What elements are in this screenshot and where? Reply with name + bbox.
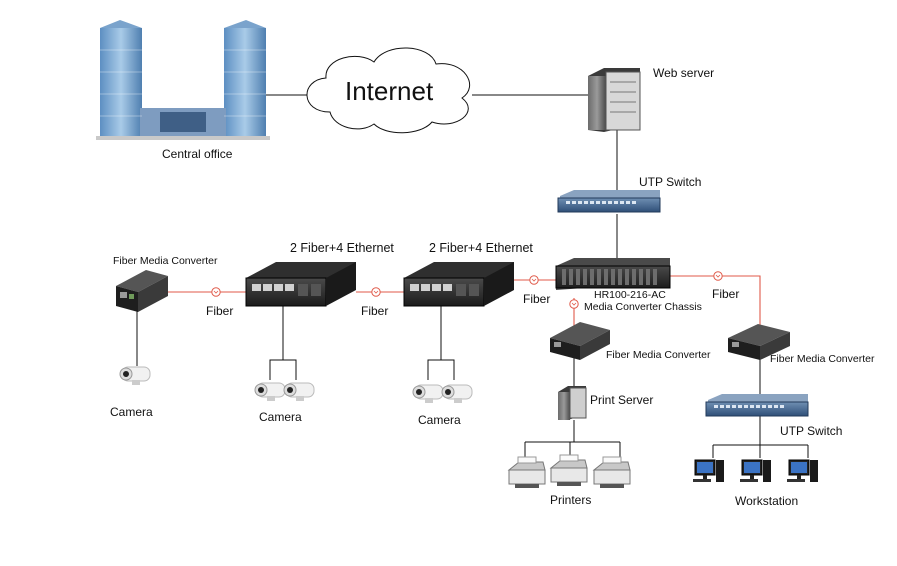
fiber-marker-5 <box>713 271 723 281</box>
central-office-label: Central office <box>162 147 233 161</box>
fiber-converter-mid-label: Fiber Media Converter <box>606 349 711 361</box>
workstations-group <box>692 459 819 483</box>
workstation-icon <box>786 459 819 483</box>
camera-icon <box>283 382 315 402</box>
camera-2-group <box>254 382 315 402</box>
workstation-label: Workstation <box>735 494 798 508</box>
utp-switch-bottom-icon <box>705 394 809 417</box>
link-box2-camera3a <box>427 306 442 380</box>
fiber-label-4: Fiber <box>712 287 739 301</box>
link-box1-camera2a <box>269 306 284 380</box>
chassis-model-label: HR100-216-AC <box>594 289 666 301</box>
utp-switch-top-label: UTP Switch <box>639 175 701 189</box>
fiber-marker-2 <box>371 287 381 297</box>
printer-icon <box>508 456 546 489</box>
camera-icon <box>441 384 473 404</box>
printers-label: Printers <box>550 493 591 507</box>
web-server-icon <box>588 68 641 132</box>
camera-3-label: Camera <box>418 413 461 427</box>
internet-cloud <box>306 47 470 134</box>
central-office-icon <box>96 20 270 140</box>
fiber-label-3: Fiber <box>523 292 550 306</box>
fiber-marker-3 <box>529 275 539 285</box>
web-server-label: Web server <box>653 66 714 80</box>
fiber-converter-left-label: Fiber Media Converter <box>113 255 218 267</box>
utp-switch-top-icon <box>557 190 661 213</box>
fiber-4eth-box-1-icon <box>245 262 356 307</box>
fiber-converter-mid-icon <box>550 322 610 360</box>
camera-1-group <box>119 366 151 386</box>
print-server-icon <box>558 386 587 420</box>
camera-icon <box>412 384 444 404</box>
fiber-marker-1 <box>211 287 221 297</box>
fiber-converter-right-label: Fiber Media Converter <box>770 353 875 365</box>
printers-group <box>508 454 631 489</box>
link-box1-camera2b <box>283 359 297 380</box>
printer-icon <box>550 454 588 487</box>
fiber-converter-left-icon <box>116 270 168 312</box>
fiber-4eth-box-2-icon <box>403 262 514 307</box>
fiber-marker-4 <box>569 299 579 309</box>
internet-label: Internet <box>345 76 434 106</box>
utp-switch-bottom-label: UTP Switch <box>780 424 842 438</box>
fiber-chassis-converter-right <box>668 275 761 330</box>
camera-3-group <box>412 384 473 404</box>
fiber-links <box>166 275 761 330</box>
workstation-icon <box>739 459 772 483</box>
camera-icon <box>254 382 286 402</box>
print-server-label: Print Server <box>590 393 653 407</box>
fiber-label-2: Fiber <box>361 304 388 318</box>
media-converter-chassis-icon <box>555 258 671 290</box>
camera-icon <box>119 366 151 386</box>
fiber-label-1: Fiber <box>206 304 233 318</box>
camera-1-label: Camera <box>110 405 153 419</box>
workstation-icon <box>692 459 725 483</box>
camera-2-label: Camera <box>259 410 302 424</box>
link-box2-camera3b <box>441 359 455 380</box>
fiber-4eth-1-label: 2 Fiber+4 Ethernet <box>290 241 394 255</box>
printer-icon <box>593 456 631 489</box>
chassis-name-label: Media Converter Chassis <box>584 301 702 313</box>
fiber-converter-right-icon <box>728 324 790 360</box>
fiber-4eth-2-label: 2 Fiber+4 Ethernet <box>429 241 533 255</box>
